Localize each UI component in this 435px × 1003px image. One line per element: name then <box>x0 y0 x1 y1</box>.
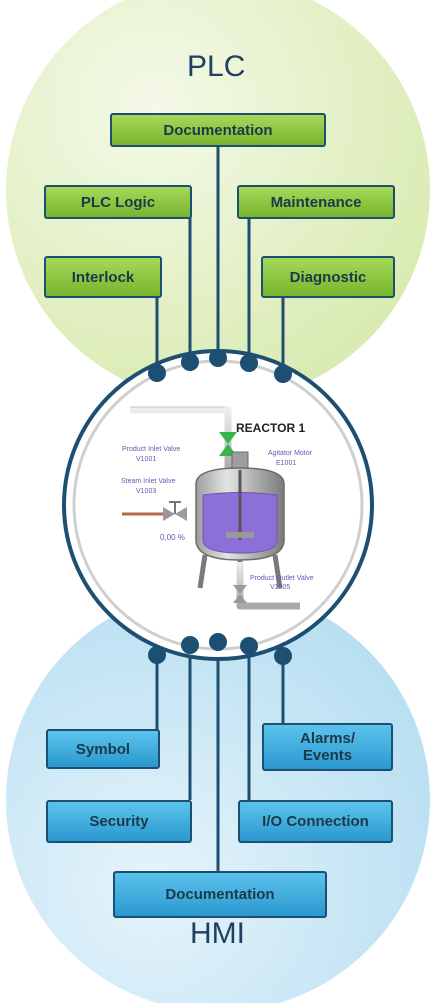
steam-inlet-valve-tag: V1003 <box>136 488 156 495</box>
reactor-graphic <box>122 406 300 610</box>
hmi-documentation-box[interactable]: Documentation <box>113 871 327 918</box>
product-outlet-valve-icon <box>233 585 247 603</box>
connector-dots <box>148 349 292 665</box>
plc-documentation-box[interactable]: Documentation <box>110 113 326 147</box>
plc-title: PLC <box>187 50 246 83</box>
valve-percent-readout: 0,00 % <box>160 533 185 542</box>
agitator-motor-label: Agitator Motor <box>268 450 313 457</box>
maintenance-box[interactable]: Maintenance <box>237 185 395 219</box>
hmi-title: HMI <box>190 917 245 950</box>
agitator-motor-tag: E1001 <box>276 460 296 467</box>
product-outlet-valve-tag: V1005 <box>270 584 290 591</box>
reactor-title: REACTOR 1 <box>236 421 305 435</box>
diagnostic-box[interactable]: Diagnostic <box>261 256 395 298</box>
steam-inlet-valve-label: Steam Inlet Valve <box>121 478 175 485</box>
security-box[interactable]: Security <box>46 800 192 843</box>
steam-inlet-valve-icon <box>163 501 187 521</box>
plc-connectors <box>155 145 285 872</box>
product-inlet-valve-label: Product Inlet Valve <box>122 446 180 453</box>
interlock-box[interactable]: Interlock <box>44 256 162 298</box>
io-connection-box[interactable]: I/O Connection <box>238 800 393 843</box>
symbol-box[interactable]: Symbol <box>46 729 160 769</box>
product-outlet-valve-label: Product Outlet Valve <box>250 575 314 582</box>
product-inlet-valve-tag: V1001 <box>136 456 156 463</box>
alarms-events-box[interactable]: Alarms/ Events <box>262 723 393 771</box>
plc-logic-box[interactable]: PLC Logic <box>44 185 192 219</box>
